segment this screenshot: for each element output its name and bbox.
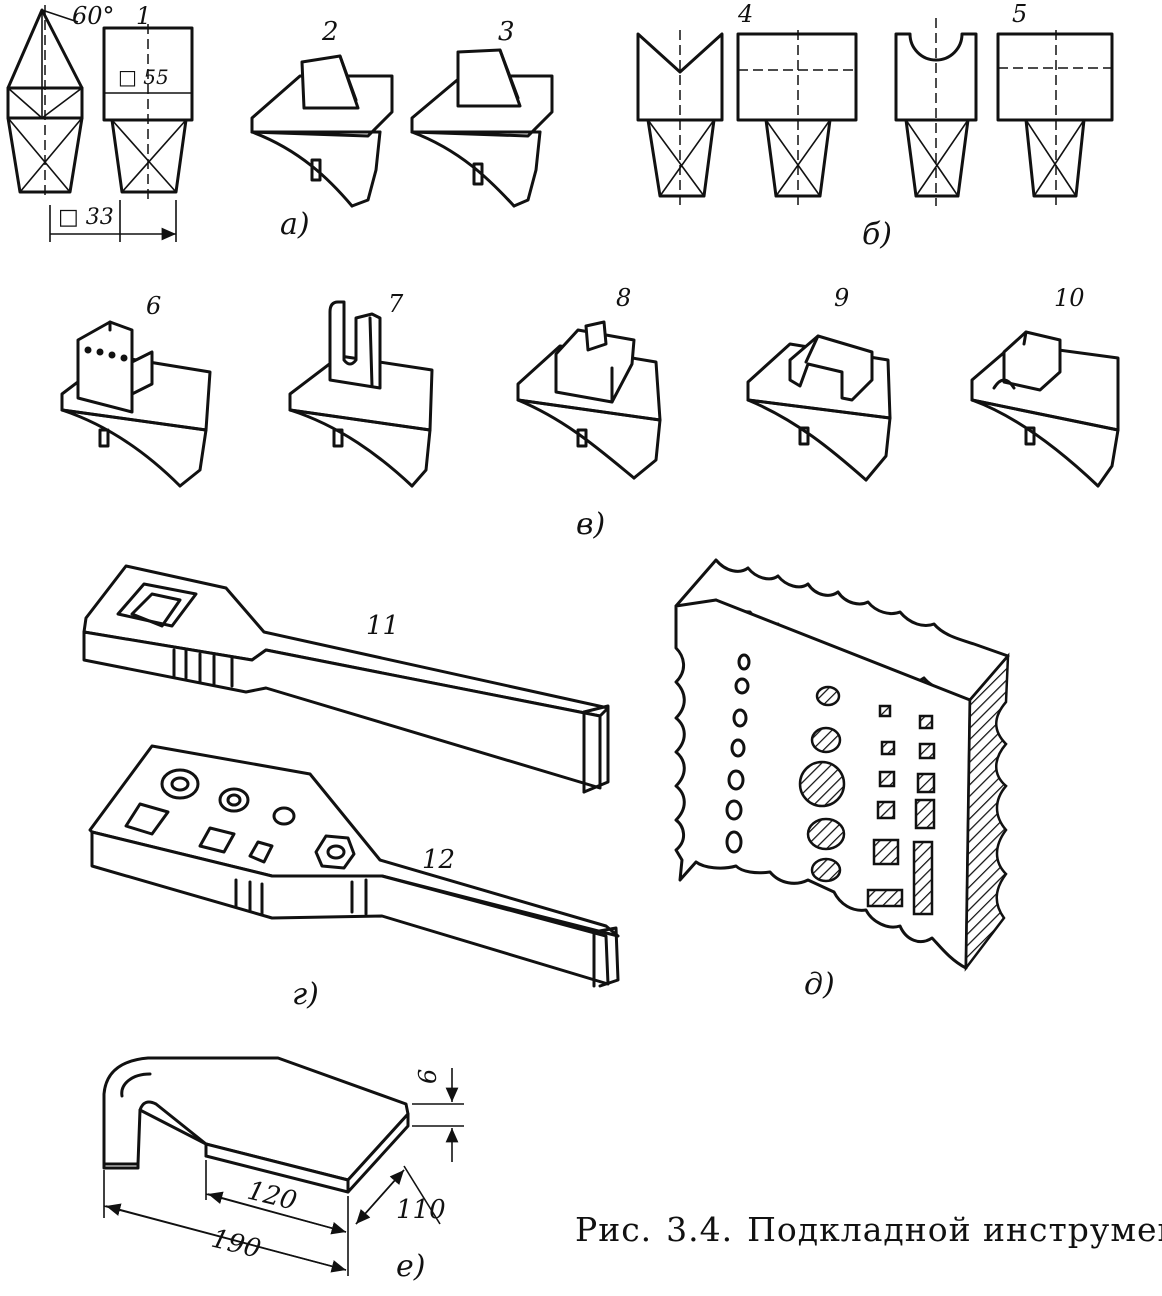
- number-9: 9: [834, 284, 849, 312]
- tool-9-drawing: [746, 334, 892, 482]
- dim-6-label: 6: [414, 1069, 442, 1084]
- tool-3-drawing: [410, 48, 554, 208]
- number-12: 12: [422, 845, 455, 875]
- tool-11-drawing: [82, 564, 610, 794]
- section-d-label: д): [804, 967, 835, 1002]
- section-v-label: в): [576, 507, 605, 542]
- tool-12-drawing: [88, 744, 620, 988]
- tool-1-drawing: [6, 5, 194, 242]
- dim-120-label: 120: [244, 1176, 299, 1217]
- section-e-label: е): [396, 1249, 425, 1284]
- flat-tool-drawing: [102, 1056, 464, 1276]
- section-a-label: а): [280, 207, 310, 242]
- number-5: 5: [1012, 0, 1027, 28]
- number-11: 11: [366, 611, 399, 641]
- figure-caption: Рис. 3.4. Подкладной инструмент: [575, 1210, 1162, 1249]
- caption-title: Подкладной инструмент: [747, 1210, 1162, 1249]
- tool-6-drawing: [60, 320, 212, 488]
- tool-4-drawing: [636, 30, 858, 206]
- number-10: 10: [1054, 284, 1085, 312]
- section-g-label: г): [292, 977, 319, 1012]
- dim-sq33-label: □ 33: [58, 205, 114, 230]
- number-7: 7: [388, 290, 404, 318]
- caption-number: 3.4.: [666, 1210, 734, 1249]
- swage-block-drawing: [674, 558, 1010, 972]
- tool-2-drawing: [250, 54, 394, 208]
- caption-prefix: Рис.: [575, 1210, 653, 1249]
- tool-8-drawing: [516, 320, 662, 480]
- angle-60-label: 60°: [72, 2, 115, 30]
- number-1: 1: [136, 2, 151, 30]
- dim-110-label: 110: [396, 1195, 446, 1225]
- tool-5-drawing: [894, 18, 1114, 206]
- section-b-label: б): [862, 217, 892, 252]
- number-3: 3: [498, 17, 515, 47]
- dim-190-label: 190: [208, 1224, 263, 1265]
- tool-10-drawing: [970, 330, 1120, 488]
- tool-7-drawing: [288, 300, 434, 488]
- number-8: 8: [616, 284, 631, 312]
- number-2: 2: [321, 17, 339, 47]
- number-4: 4: [737, 0, 753, 28]
- number-6: 6: [146, 292, 161, 320]
- dim-sq55-label: □ 55: [118, 65, 169, 89]
